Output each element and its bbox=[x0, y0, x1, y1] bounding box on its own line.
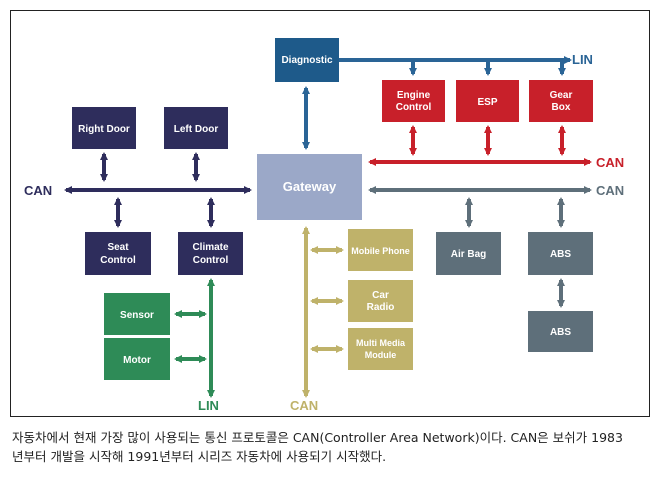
gateway-label: Gateway bbox=[283, 179, 337, 194]
engine-control-label-line2: Control bbox=[396, 102, 432, 113]
can-bottom-label: CAN bbox=[290, 398, 318, 413]
can-left-label: CAN bbox=[24, 183, 52, 198]
right-door-label: Right Door bbox=[78, 124, 130, 135]
can-gray-label: CAN bbox=[596, 183, 624, 198]
gear-box-label-line1: Gear bbox=[550, 90, 573, 101]
figure-caption: 자동차에서 현재 가장 많이 사용되는 통신 프로토콜은 CAN(Control… bbox=[12, 428, 660, 466]
air-bag-box bbox=[436, 232, 501, 275]
lin-top-label: LIN bbox=[572, 52, 593, 67]
esp-box bbox=[456, 80, 519, 122]
mobile-phone-box bbox=[348, 229, 413, 271]
seat-control-label-line2: Control bbox=[100, 255, 136, 266]
air-bag-label: Air Bag bbox=[451, 249, 487, 260]
lin-bottom-label: LIN bbox=[198, 398, 219, 413]
sensor-label: Sensor bbox=[120, 310, 154, 321]
abs-upper-label: ABS bbox=[550, 249, 571, 260]
mobile-phone-label: Mobile Phone bbox=[351, 246, 410, 256]
engine-control-label-line1: Engine bbox=[397, 90, 431, 101]
abs-upper-box bbox=[528, 232, 593, 275]
seat-control-label-line1: Seat bbox=[107, 242, 129, 253]
climate-control-box bbox=[178, 232, 243, 275]
gear-box-box bbox=[529, 80, 593, 122]
motor-box bbox=[104, 338, 170, 380]
caption-line-2: 년부터 개발을 시작해 1991년부터 시리즈 자동차에 사용되기 시작했다. bbox=[12, 449, 387, 464]
left-door-box bbox=[164, 107, 228, 149]
left-door-label: Left Door bbox=[174, 124, 219, 135]
abs-lower-label: ABS bbox=[550, 327, 571, 338]
car-radio-label-line1: Car bbox=[372, 290, 389, 301]
motor-label: Motor bbox=[123, 355, 151, 366]
diagram-frame bbox=[10, 10, 650, 417]
gear-box-label-line2: Box bbox=[552, 102, 571, 113]
engine-control-box bbox=[382, 80, 445, 122]
climate-control-label-line1: Climate bbox=[192, 242, 229, 253]
caption-line-1: 자동차에서 현재 가장 많이 사용되는 통신 프로토콜은 CAN(Control… bbox=[12, 430, 623, 445]
gateway-box bbox=[257, 154, 362, 220]
multi-media-module-box bbox=[348, 328, 413, 370]
diagnostic-label: Diagnostic bbox=[281, 55, 333, 66]
car-radio-box bbox=[348, 280, 413, 322]
sensor-box bbox=[104, 293, 170, 335]
esp-label: ESP bbox=[477, 97, 497, 108]
can-red-label: CAN bbox=[596, 155, 624, 170]
multi-media-label-line2: Module bbox=[365, 350, 397, 360]
vehicle-network-diagram: Diagnostic Engine Control ESP Gear Box R… bbox=[24, 38, 624, 413]
abs-lower-box bbox=[528, 311, 593, 352]
climate-control-label-line2: Control bbox=[193, 255, 229, 266]
right-door-box bbox=[72, 107, 136, 149]
diagnostic-box bbox=[275, 38, 339, 82]
multi-media-label-line1: Multi Media bbox=[356, 338, 406, 348]
seat-control-box bbox=[85, 232, 151, 275]
car-radio-label-line2: Radio bbox=[367, 302, 395, 313]
